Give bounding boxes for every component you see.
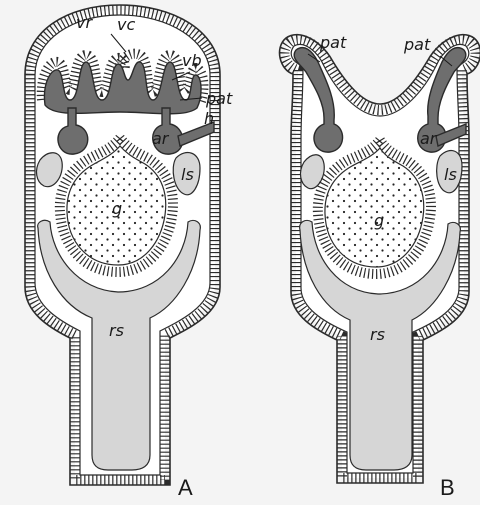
label-ls-b: ls <box>444 165 457 184</box>
label-vb: vb <box>182 51 202 70</box>
panel-label-b: B <box>440 475 455 500</box>
label-h: h <box>204 109 214 128</box>
label-ar-a: ar <box>152 129 170 148</box>
panel-b: pat pat ar ls g rs B <box>280 33 480 500</box>
label-g-b: g <box>374 211 384 230</box>
label-rs-a: rs <box>109 321 124 340</box>
label-pat-b-left: pat <box>319 33 347 52</box>
label-ar-b: ar <box>420 129 438 148</box>
label-g-a: g <box>112 199 122 218</box>
panel-a: vr vc vb pat h ar ls g rs A <box>25 5 233 500</box>
label-ls-a: ls <box>181 165 194 184</box>
panel-label-a: A <box>178 475 193 500</box>
label-pat-a: pat <box>205 89 233 108</box>
label-pat-b-right: pat <box>403 35 431 54</box>
label-rs-b: rs <box>370 325 385 344</box>
label-vc: vc <box>117 15 135 34</box>
label-vr: vr <box>76 13 93 32</box>
